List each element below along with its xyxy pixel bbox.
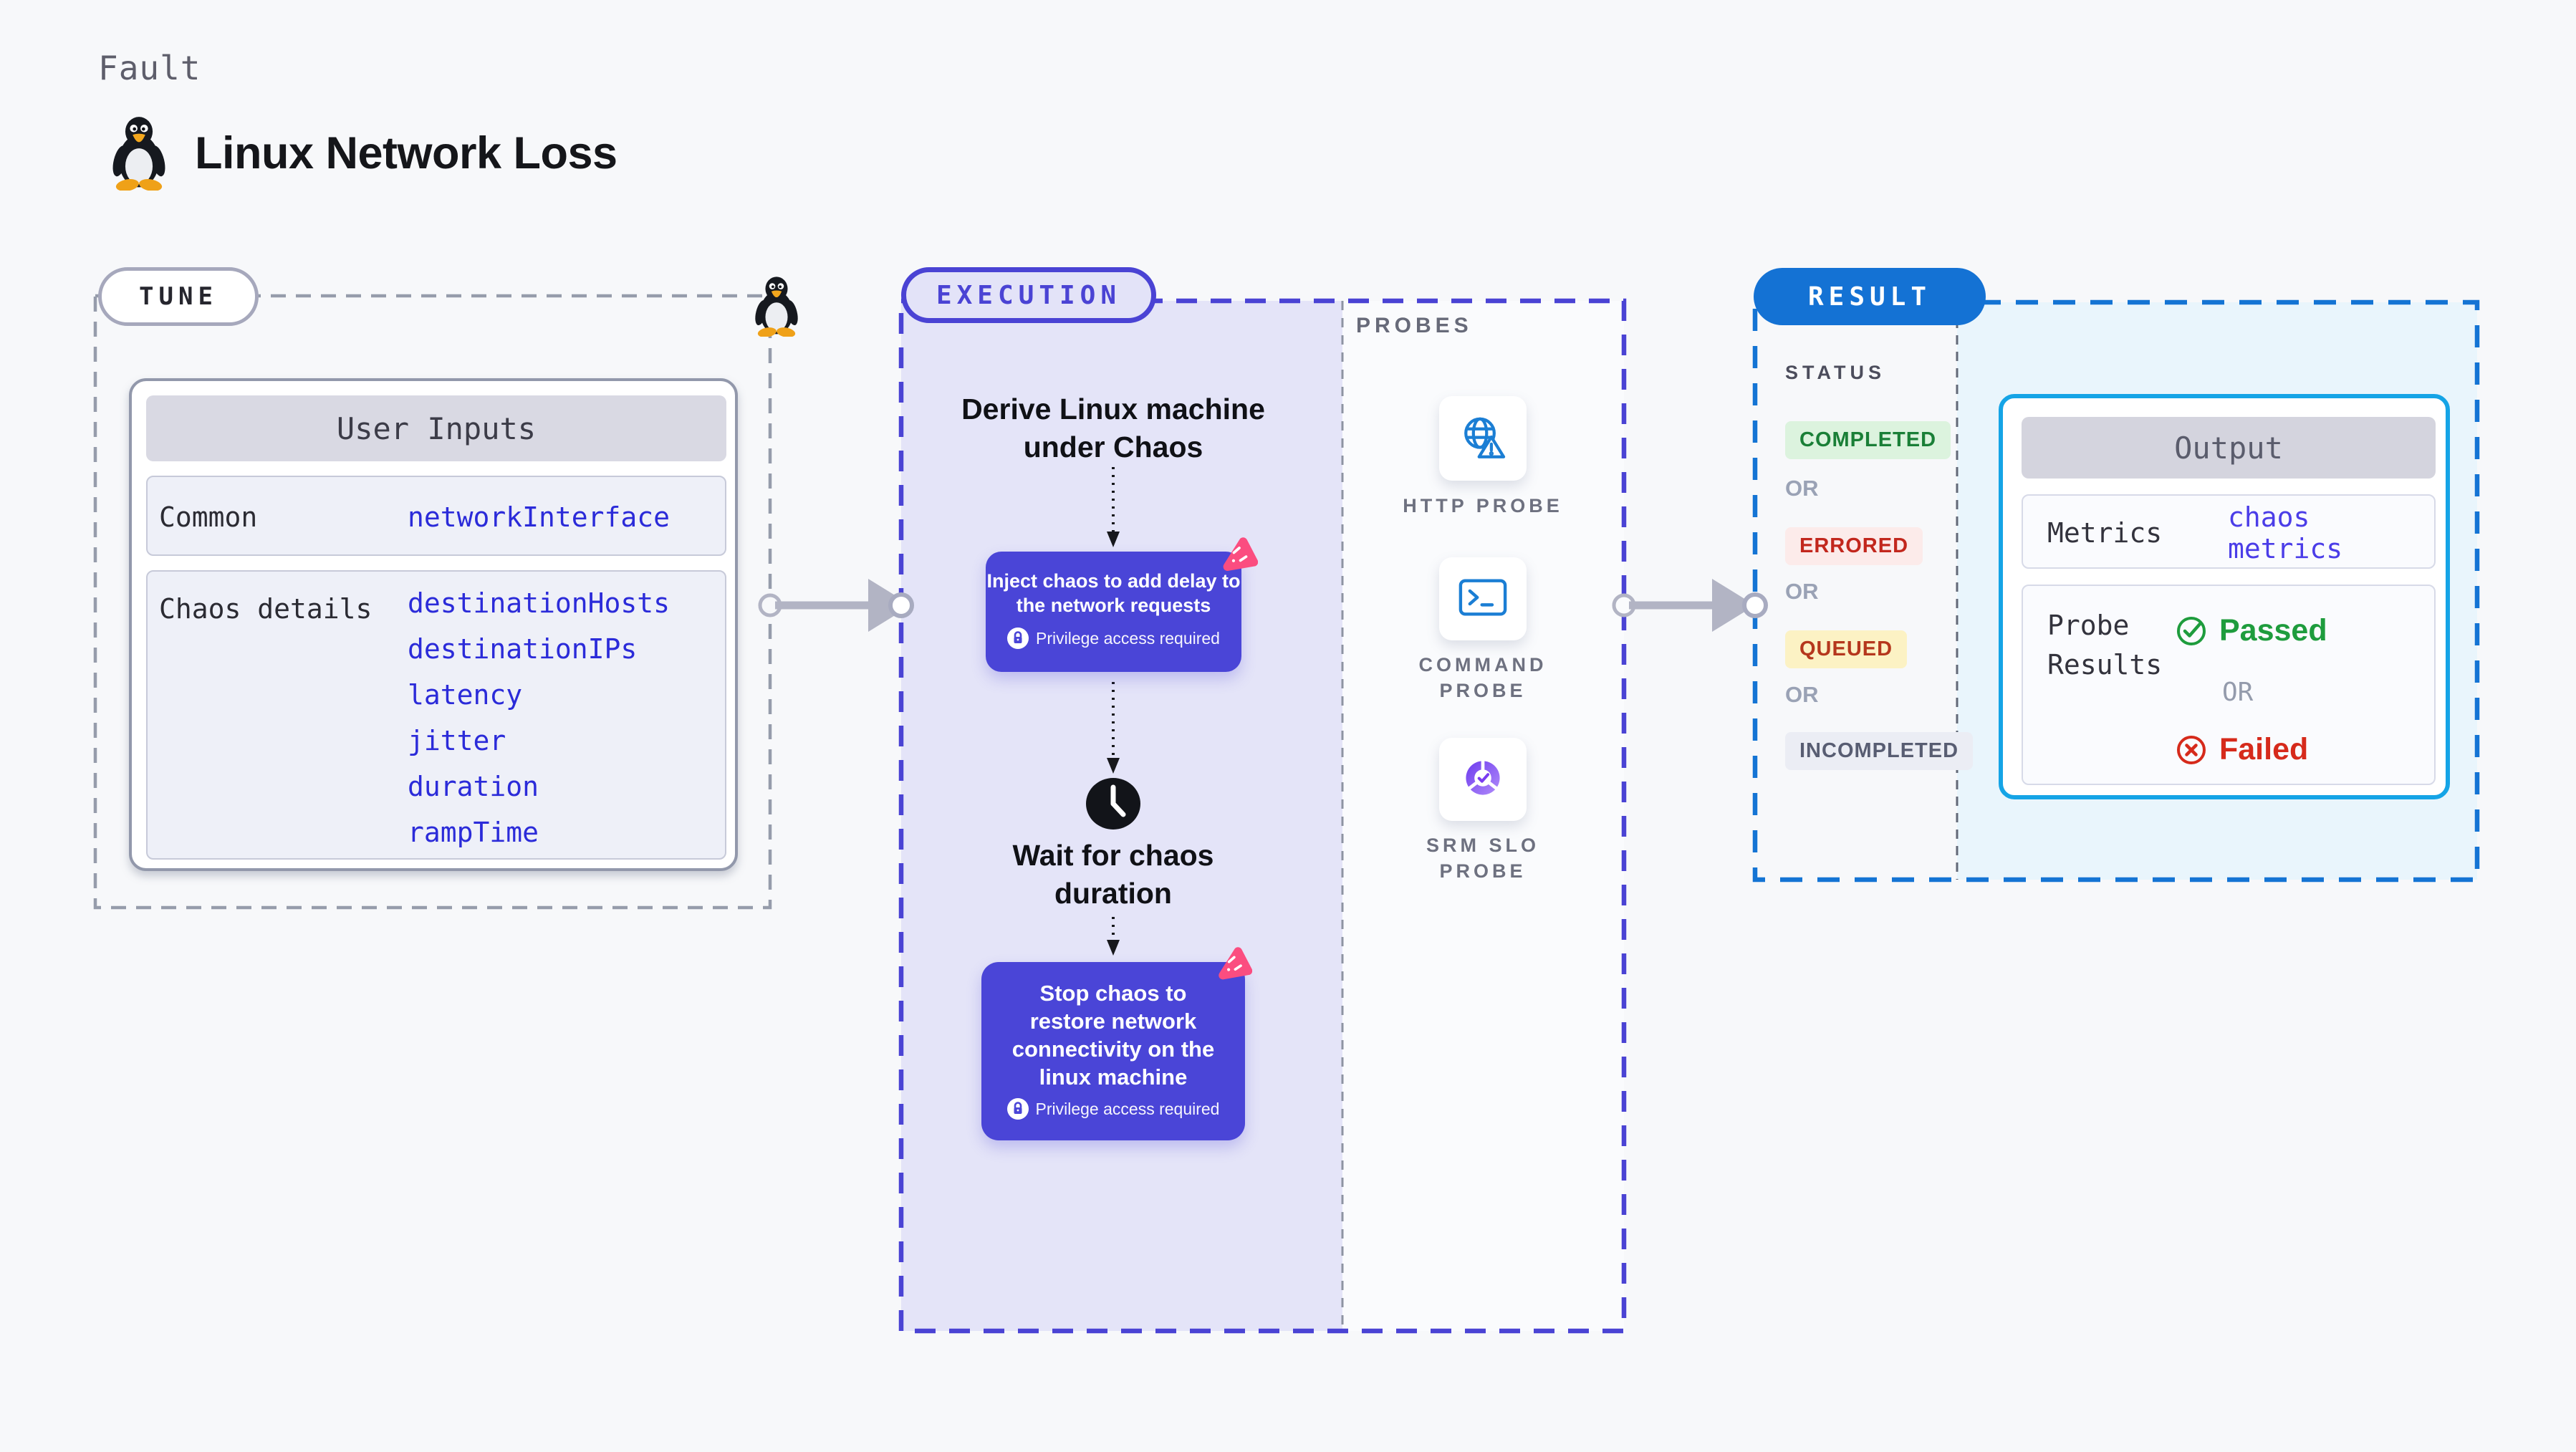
wait-step-text: Wait for chaos duration — [1012, 839, 1214, 910]
probe-results-row: Probe Results Passed OR Failed — [2022, 585, 2436, 785]
slo-pie-check-icon — [1459, 754, 1506, 805]
status-or-label: OR — [1785, 682, 1819, 707]
stop-chaos-node: Stop chaos to restore network connectivi… — [981, 962, 1245, 1140]
status-incompleted-badge: INCOMPLETED — [1785, 732, 1974, 770]
metrics-value: chaos metrics — [2228, 501, 2343, 564]
input-ramp-time: rampTime — [408, 817, 539, 848]
wait-to-stop-arrow — [1107, 917, 1120, 956]
user-inputs-card: User Inputs Common networkInterface Chao… — [129, 378, 738, 871]
lock-icon — [1006, 1098, 1029, 1120]
common-inputs-row: Common networkInterface — [146, 476, 726, 556]
status-heading: STATUS — [1785, 362, 1885, 383]
chaos-details-row: Chaos details destinationHosts destinati… — [146, 570, 726, 860]
input-destination-hosts: destinationHosts — [408, 587, 671, 619]
terminal-icon — [1458, 577, 1508, 622]
user-inputs-title: User Inputs — [146, 395, 726, 461]
result-badge: RESULT — [1754, 268, 1986, 325]
status-errored-badge: ERRORED — [1785, 527, 1923, 565]
output-or-label: OR — [2222, 678, 2254, 707]
stop-chaos-text: Stop chaos to restore network connectivi… — [1011, 981, 1215, 1090]
stop-privilege-label: Privilege access required — [1035, 1099, 1220, 1118]
execution-badge: EXECUTION — [901, 267, 1156, 323]
failed-label: Failed — [2219, 732, 2309, 766]
command-probe-label: COMMAND PROBE — [1418, 654, 1547, 701]
inject-to-wait-arrow — [1107, 682, 1120, 774]
status-queued-badge: QUEUED — [1785, 630, 1908, 668]
page-title: Linux Network Loss — [195, 128, 617, 178]
output-title: Output — [2022, 417, 2436, 479]
probes-heading: PROBES — [1356, 314, 1473, 337]
status-or-label: OR — [1785, 476, 1819, 501]
inject-privilege-note: Privilege access required — [986, 628, 1241, 649]
chaos-logo-icon — [1216, 536, 1259, 581]
input-latency: latency — [408, 679, 523, 711]
command-probe-card — [1439, 557, 1527, 640]
status-or-label: OR — [1785, 579, 1819, 604]
input-network-interface: networkInterface — [408, 501, 671, 533]
srm-slo-probe-label: SRM SLO PROBE — [1426, 835, 1539, 882]
inject-privilege-label: Privilege access required — [1036, 628, 1220, 648]
probe-results-label: Probe Results — [2047, 610, 2163, 681]
metrics-row: Metrics chaos metrics — [2022, 494, 2436, 569]
derive-to-inject-arrow — [1107, 467, 1120, 547]
clock-icon — [1085, 777, 1142, 835]
tux-penguin-border-icon — [751, 275, 802, 340]
check-circle-icon — [2175, 615, 2208, 651]
input-jitter: jitter — [408, 725, 506, 756]
execution-to-result-arrow — [1612, 579, 1768, 632]
execution-dashed-container — [898, 298, 1627, 1334]
result-dashed-container — [1752, 299, 2480, 883]
globe-alert-icon — [1457, 413, 1509, 464]
x-circle-icon — [2175, 734, 2208, 770]
inject-chaos-node: Inject chaos to add delay to the network… — [986, 552, 1241, 672]
tune-badge: TUNE — [98, 267, 259, 326]
metrics-label: Metrics — [2047, 516, 2163, 549]
input-duration: duration — [408, 771, 539, 802]
http-probe-label: HTTP PROBE — [1403, 495, 1563, 516]
input-destination-ips: destinationIPs — [408, 633, 638, 665]
tux-penguin-icon — [107, 115, 170, 194]
chaos-logo-icon — [1212, 946, 1253, 989]
passed-label: Passed — [2219, 613, 2327, 648]
srm-slo-probe-card — [1439, 738, 1527, 821]
chaos-details-label: Chaos details — [159, 593, 373, 625]
http-probe-card — [1439, 396, 1527, 481]
fault-eyebrow: Fault — [98, 49, 201, 87]
stop-privilege-note: Privilege access required — [981, 1098, 1245, 1120]
tune-to-execution-arrow — [758, 579, 914, 632]
output-card: Output Metrics chaos metrics Probe Resul… — [1999, 394, 2450, 799]
common-row-label: Common — [159, 501, 258, 533]
derive-step-text: Derive Linux machine under Chaos — [961, 393, 1265, 463]
lock-icon — [1007, 628, 1029, 649]
inject-chaos-text: Inject chaos to add delay to the network… — [986, 570, 1241, 616]
status-completed-badge: COMPLETED — [1785, 421, 1951, 459]
